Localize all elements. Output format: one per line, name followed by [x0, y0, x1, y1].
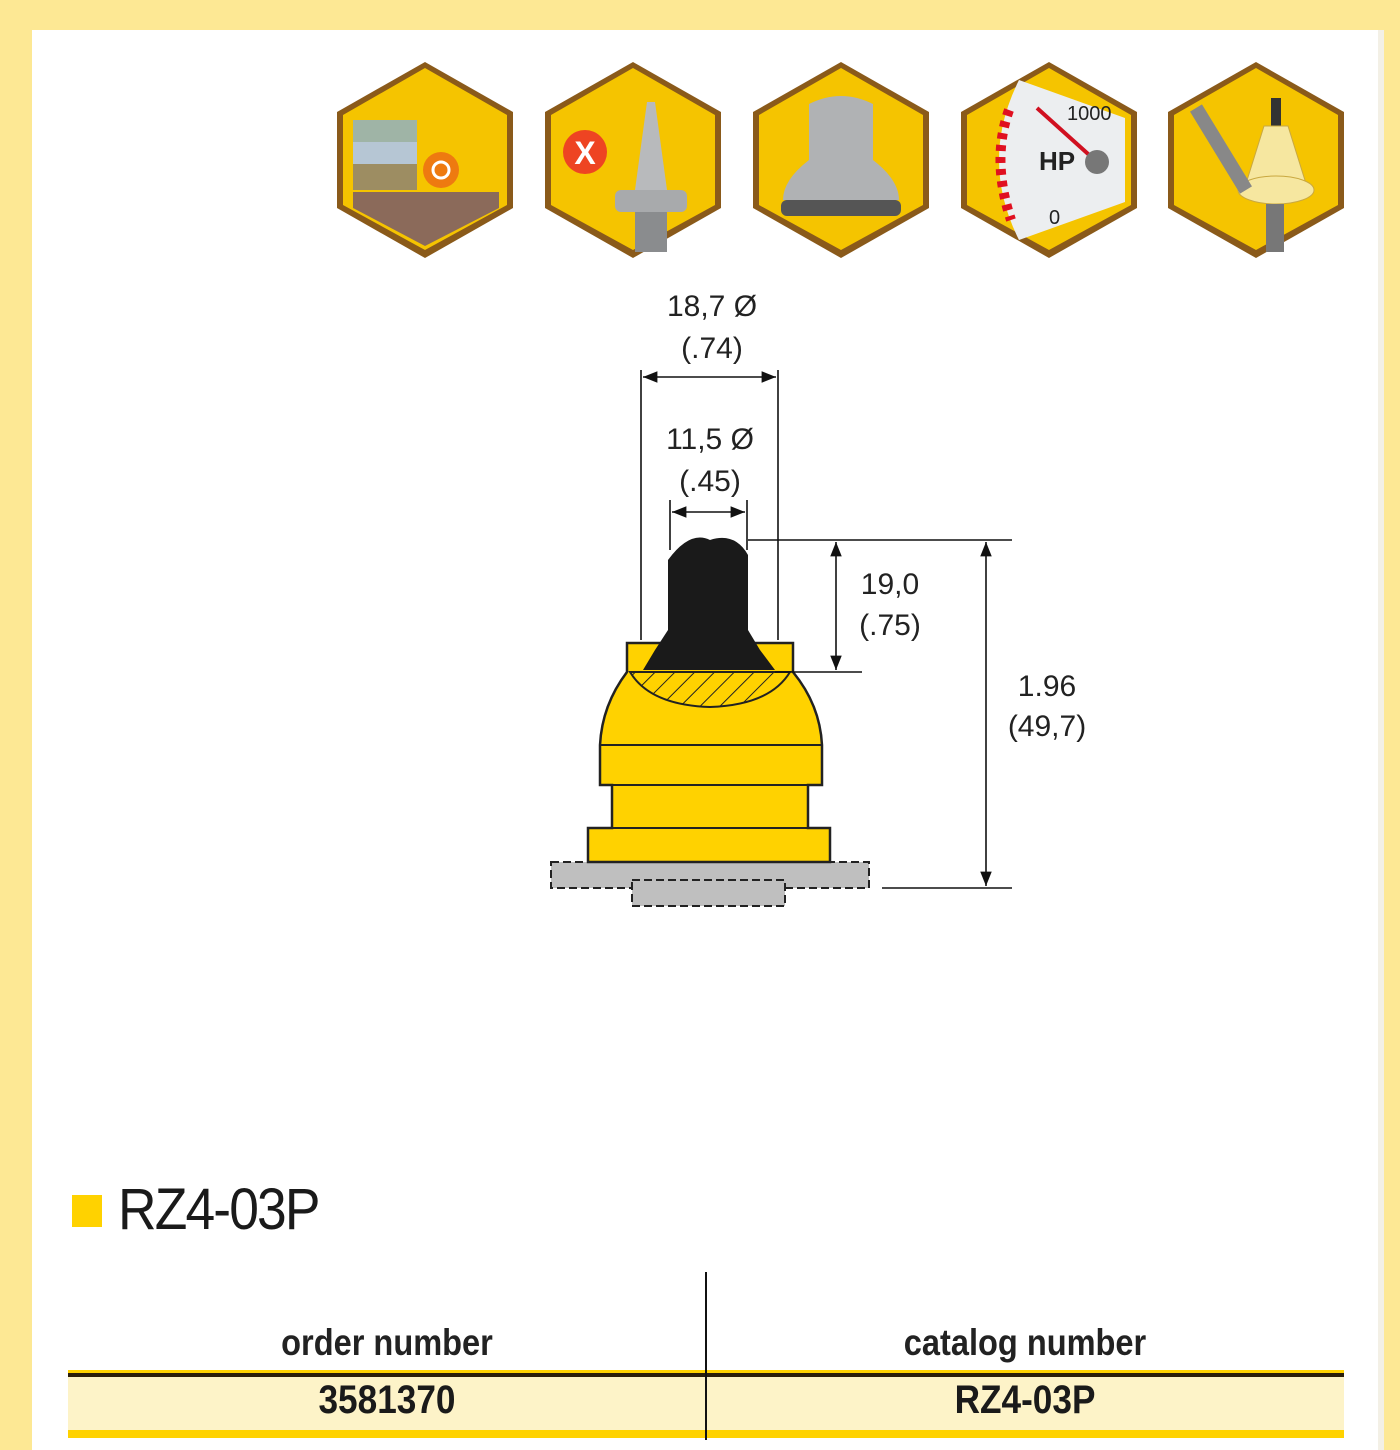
column-divider — [705, 1272, 707, 1440]
carbide-bit-icon — [753, 62, 929, 258]
tip-diameter-mm: 11,5 Ø — [666, 423, 754, 456]
svg-text:1000: 1000 — [1067, 103, 1112, 125]
cell-catalog-number: RZ4-03P — [954, 1378, 1096, 1422]
outer-diameter-mm: 18,7 Ø — [667, 290, 757, 323]
dimension-lines — [640, 370, 1012, 889]
title-bullet — [72, 1195, 102, 1227]
header-order-number: order number — [281, 1322, 493, 1363]
tip-height-in: (.75) — [859, 609, 921, 642]
bit-cross-section — [550, 537, 870, 907]
total-height-in: 1.96 — [1018, 670, 1076, 703]
bit-removal-tool-icon — [1168, 62, 1344, 258]
svg-text:HP: HP — [1039, 146, 1075, 176]
tip-height-mm: 19,0 — [861, 568, 919, 601]
svg-text:0: 0 — [1049, 207, 1060, 229]
horsepower-gauge-icon: 1000 HP 0 — [961, 62, 1137, 258]
tip-diameter-in: (.45) — [679, 465, 741, 498]
product-title: RZ4-03P — [118, 1177, 320, 1242]
rock-layers-icon — [337, 62, 513, 258]
header-catalog-number: catalog number — [903, 1322, 1147, 1363]
cell-order-number: 3581370 — [318, 1378, 456, 1422]
svg-text:X: X — [574, 135, 596, 171]
total-height-mm: (49,7) — [1008, 710, 1086, 743]
order-table: order number catalog number 3581370 RZ4-… — [68, 1272, 1344, 1440]
heat-resistant-tip-icon: X — [545, 62, 721, 258]
outer-diameter-in: (.74) — [681, 332, 743, 365]
page-edge — [1378, 30, 1384, 1450]
